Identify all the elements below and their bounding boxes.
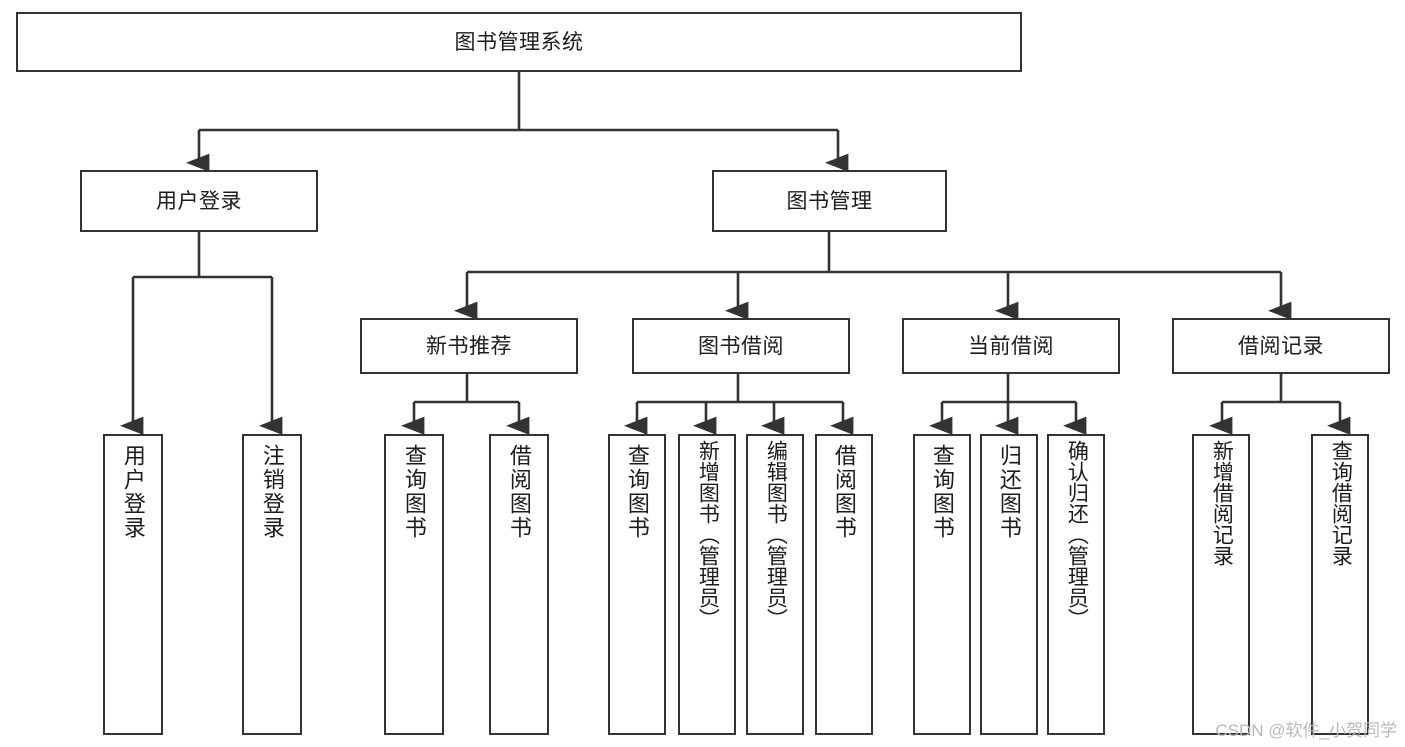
node-leaf-return-book-label: 归还图书 xyxy=(996,444,1022,540)
node-leaf-query-book-3[interactable]: 查询图书 xyxy=(913,434,971,735)
node-leaf-edit-book[interactable]: 编辑图书（管理员） xyxy=(746,434,804,735)
node-leaf-return-book[interactable]: 归还图书 xyxy=(980,434,1038,735)
node-leaf-confirm-return[interactable]: 确认归还（管理员） xyxy=(1047,434,1105,735)
node-current-borrow[interactable]: 当前借阅 xyxy=(902,318,1120,374)
node-leaf-query-record[interactable]: 查询借阅记录 xyxy=(1311,434,1369,735)
node-leaf-query-book-2[interactable]: 查询图书 xyxy=(608,434,666,735)
node-book-manage-label: 图书管理 xyxy=(786,189,873,213)
node-leaf-edit-book-label: 编辑图书（管理员） xyxy=(764,440,788,629)
node-leaf-add-book-label: 新增图书（管理员） xyxy=(696,440,720,629)
node-user-login-label: 用户登录 xyxy=(156,189,242,213)
node-leaf-add-record[interactable]: 新增借阅记录 xyxy=(1192,434,1250,735)
node-book-borrow[interactable]: 图书借阅 xyxy=(632,318,850,374)
node-new-book-recommend[interactable]: 新书推荐 xyxy=(360,318,578,374)
node-leaf-query-book-1[interactable]: 查询图书 xyxy=(384,434,444,735)
node-borrow-record[interactable]: 借阅记录 xyxy=(1172,318,1390,374)
node-borrow-record-label: 借阅记录 xyxy=(1238,334,1324,358)
node-leaf-borrow-book-2[interactable]: 借阅图书 xyxy=(815,434,873,735)
node-leaf-query-book-2-label: 查询图书 xyxy=(624,444,650,540)
node-leaf-user-login-label: 用户登录 xyxy=(120,444,146,540)
node-leaf-borrow-book-1-label: 借阅图书 xyxy=(506,444,532,540)
node-leaf-user-login[interactable]: 用户登录 xyxy=(103,434,163,735)
node-leaf-confirm-return-label: 确认归还（管理员） xyxy=(1065,440,1089,629)
node-current-borrow-label: 当前借阅 xyxy=(968,334,1054,358)
node-root[interactable]: 图书管理系统 xyxy=(16,12,1022,72)
node-leaf-query-book-1-label: 查询图书 xyxy=(401,444,427,540)
node-book-manage[interactable]: 图书管理 xyxy=(712,170,947,232)
node-leaf-borrow-book-2-label: 借阅图书 xyxy=(831,444,857,540)
node-root-label: 图书管理系统 xyxy=(454,30,584,54)
node-leaf-query-book-3-label: 查询图书 xyxy=(929,444,955,540)
node-user-login[interactable]: 用户登录 xyxy=(80,170,318,232)
node-book-borrow-label: 图书借阅 xyxy=(698,334,784,358)
node-new-book-recommend-label: 新书推荐 xyxy=(426,334,512,358)
csdn-watermark: CSDN @软件_小贺同学 xyxy=(1215,721,1397,740)
node-leaf-query-record-label: 查询借阅记录 xyxy=(1329,440,1353,566)
node-leaf-logout-label: 注销登录 xyxy=(259,444,285,540)
node-leaf-logout[interactable]: 注销登录 xyxy=(242,434,302,735)
node-leaf-add-record-label: 新增借阅记录 xyxy=(1210,440,1234,566)
node-leaf-borrow-book-1[interactable]: 借阅图书 xyxy=(489,434,549,735)
node-leaf-add-book[interactable]: 新增图书（管理员） xyxy=(678,434,736,735)
